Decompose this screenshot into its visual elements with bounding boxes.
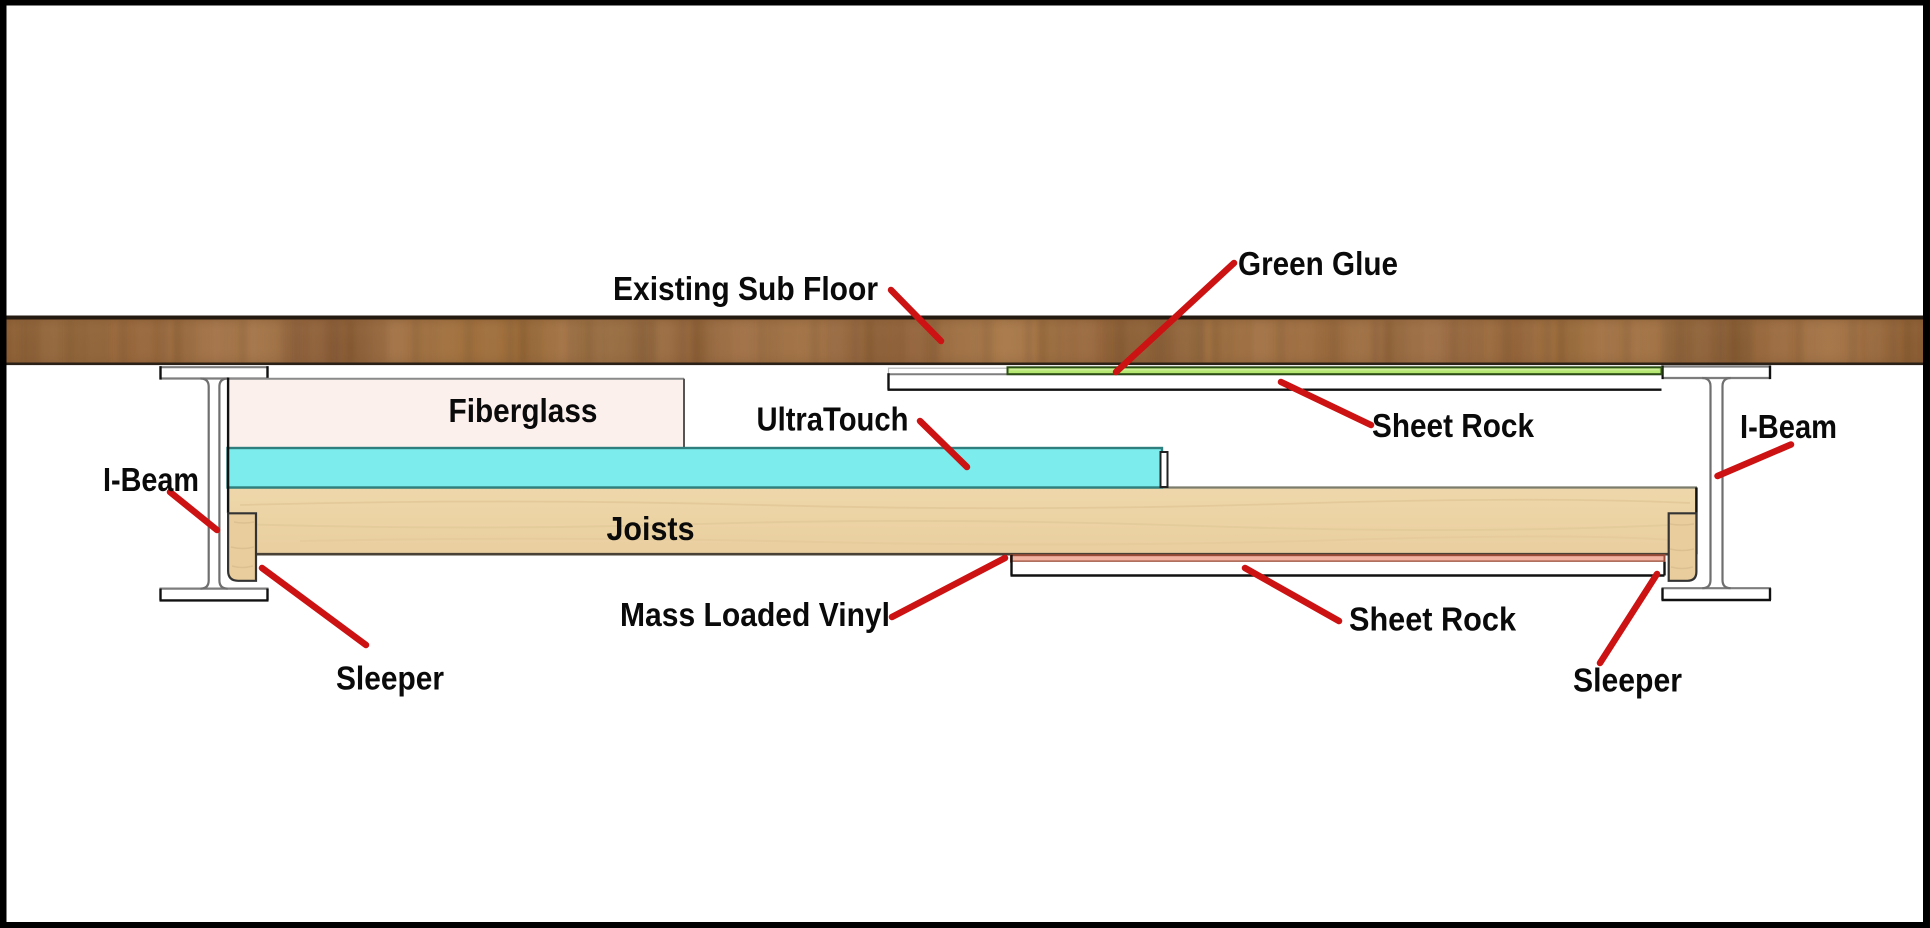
svg-text:Existing Sub Floor: Existing Sub Floor (613, 270, 878, 307)
svg-text:Sleeper: Sleeper (1573, 662, 1682, 699)
svg-text:I-Beam: I-Beam (103, 461, 199, 498)
svg-text:Sleeper: Sleeper (336, 660, 444, 697)
svg-text:UltraTouch: UltraTouch (757, 401, 909, 438)
svg-text:Joists: Joists (607, 510, 695, 547)
svg-text:Fiberglass: Fiberglass (449, 392, 598, 429)
svg-text:Green Glue: Green Glue (1238, 245, 1398, 282)
svg-text:Mass Loaded Vinyl: Mass Loaded Vinyl (620, 596, 890, 633)
svg-text:Sheet Rock: Sheet Rock (1349, 601, 1517, 638)
svg-text:I-Beam: I-Beam (1740, 408, 1837, 445)
svg-text:Sheet Rock: Sheet Rock (1372, 407, 1535, 444)
